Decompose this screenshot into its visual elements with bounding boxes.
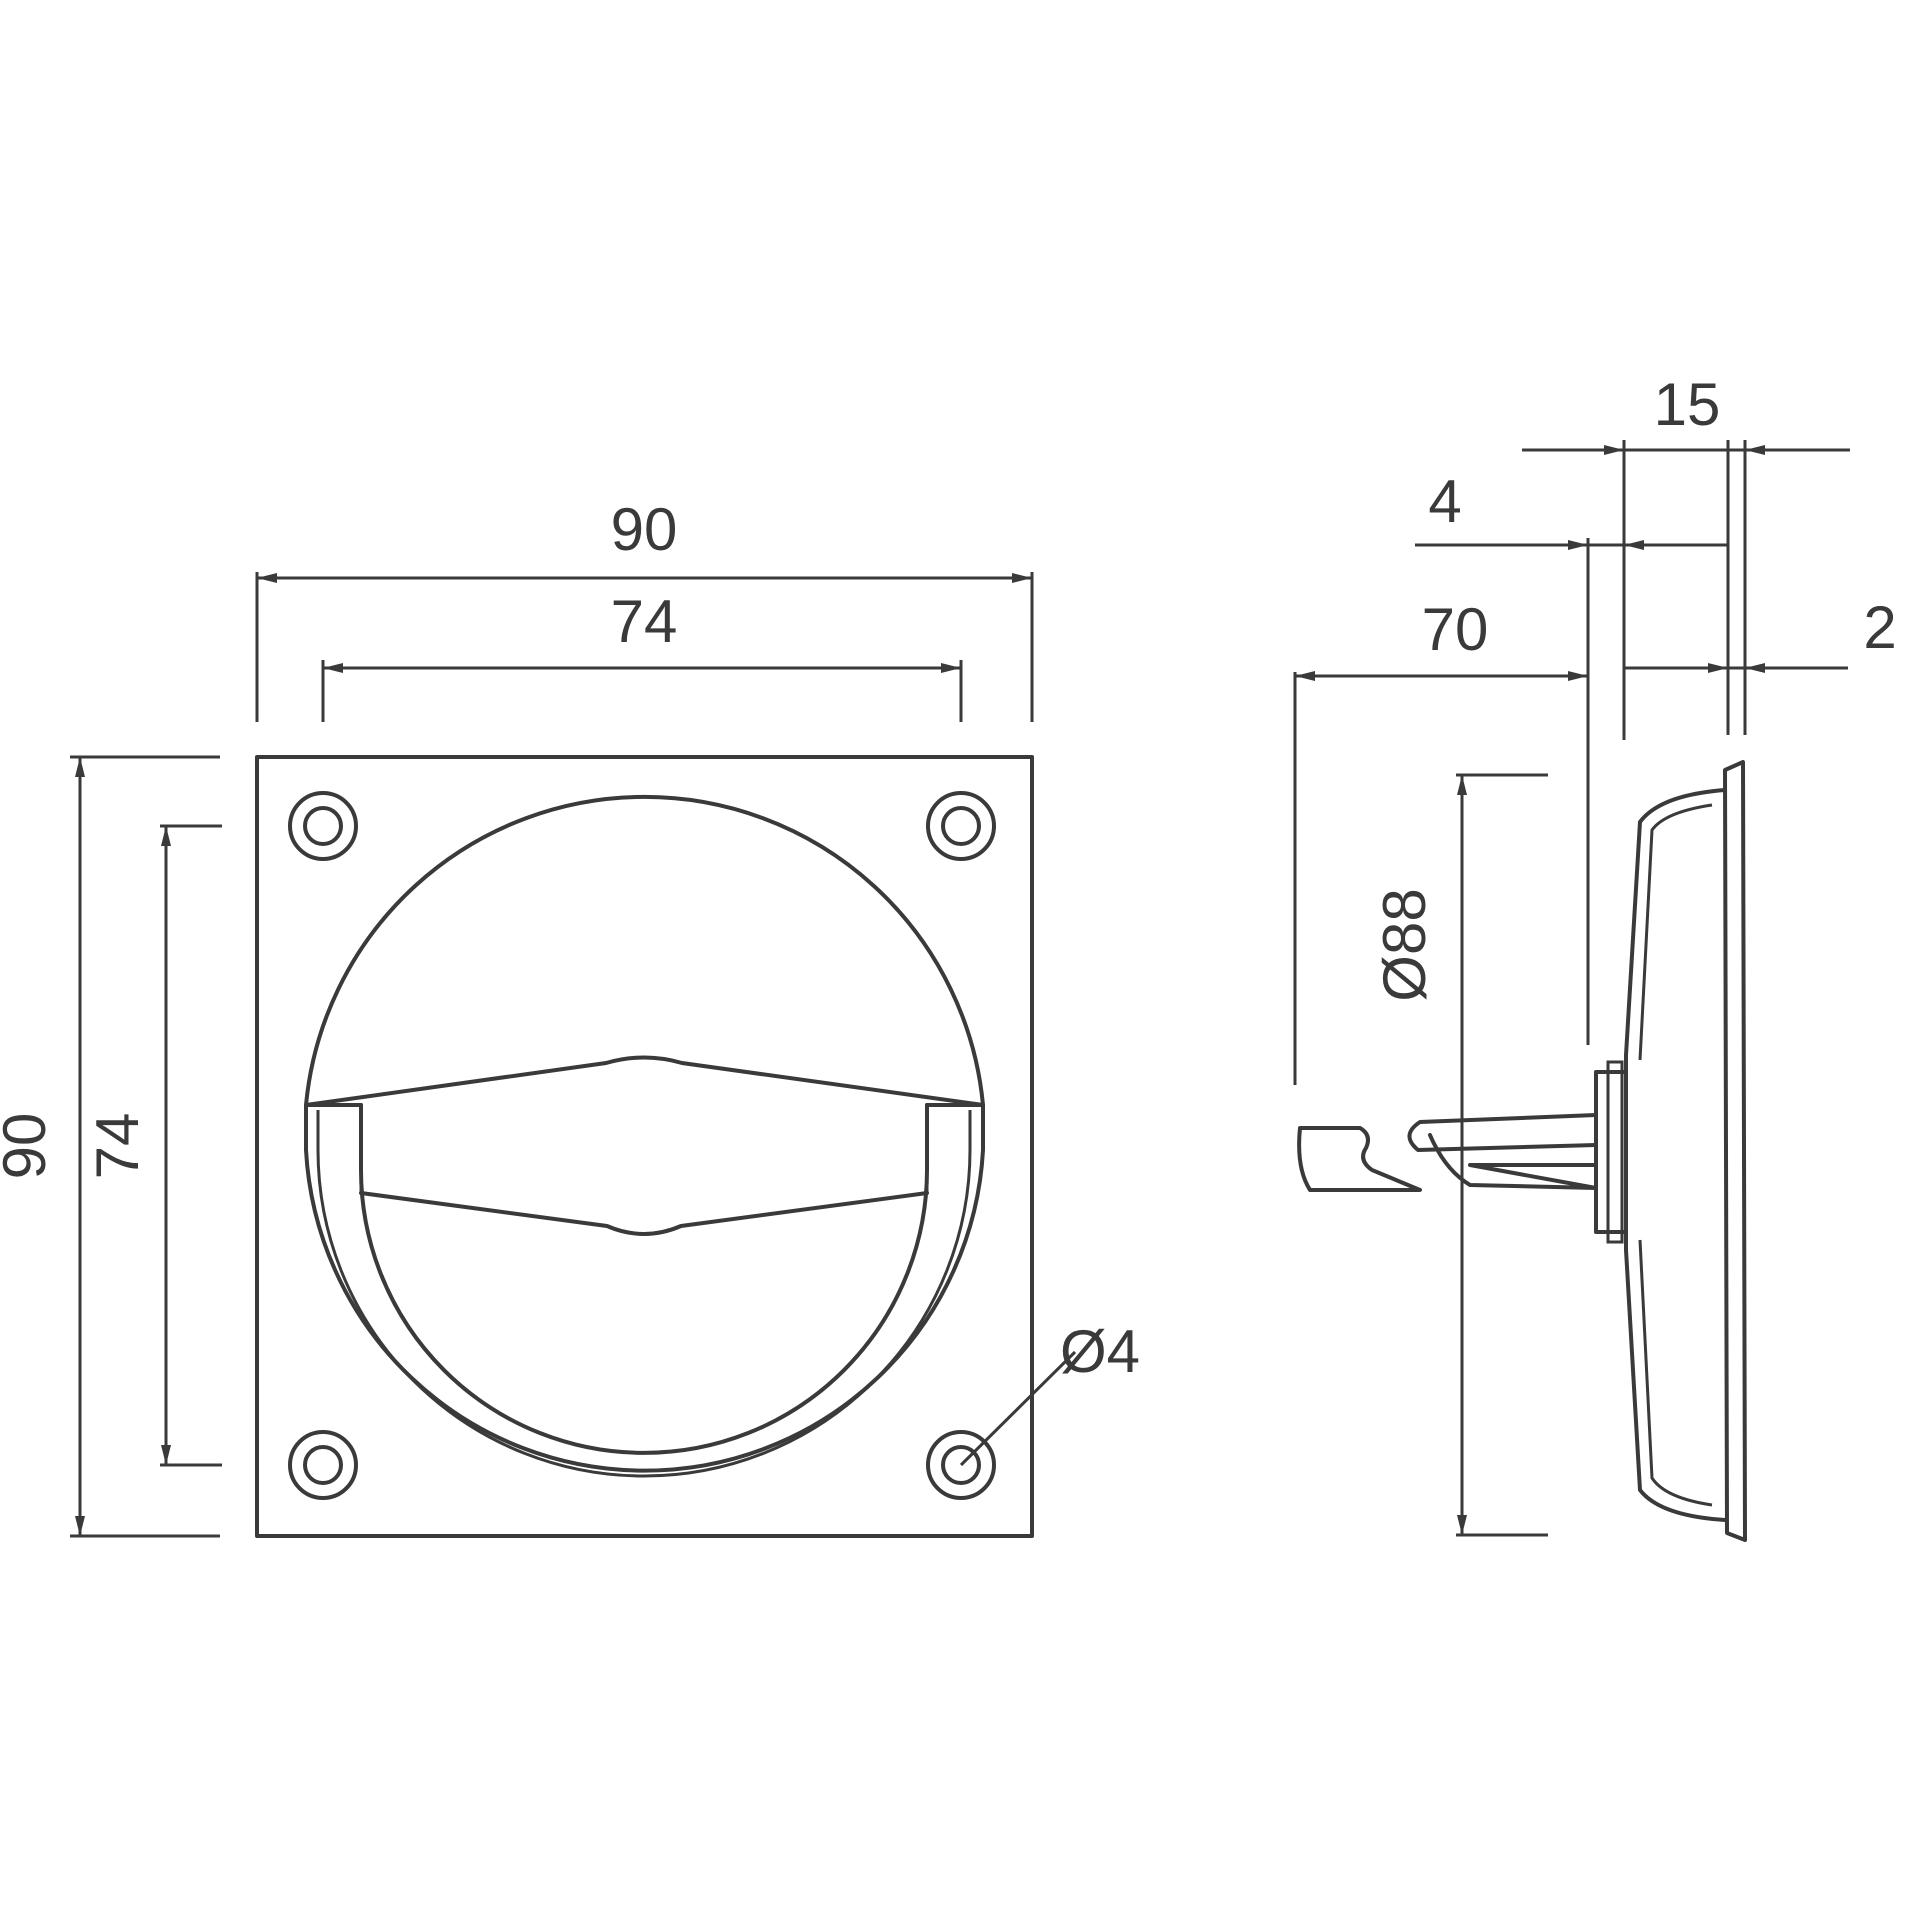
mounting-hole-top-left — [288, 791, 358, 861]
hub — [1594, 1070, 1628, 1234]
recess-upper-arc — [304, 794, 985, 1107]
ring-inner-arc — [359, 1103, 929, 1455]
dim-label-height-90: 90 — [0, 1113, 58, 1180]
hub-ring — [1606, 1060, 1624, 1244]
dim-label-offset-4: 4 — [1428, 468, 1461, 535]
ring-handle-side — [1407, 1113, 1598, 1152]
mounting-plate — [255, 755, 1034, 1538]
ring-outer-arc — [304, 1103, 985, 1473]
ring-handle-side-lower — [1428, 1133, 1598, 1190]
flange — [1723, 760, 1747, 1542]
side-dimensions: 15 4 70 2 Ø88 — [1293, 371, 1897, 1537]
leader-line-hole — [959, 1350, 1077, 1467]
side-view — [1297, 760, 1747, 1542]
mounting-hole-top-right — [926, 791, 996, 861]
dim-label-height-74: 74 — [84, 1113, 151, 1180]
grip-plate-bottom — [359, 1191, 929, 1236]
dim-label-diameter-88: Ø88 — [1371, 888, 1438, 1001]
front-view — [255, 755, 1034, 1538]
ring-middle-arc — [316, 1110, 972, 1478]
dim-label-width-90: 90 — [611, 496, 678, 563]
recess-body — [1624, 788, 1727, 1522]
recess-body-inner — [1638, 803, 1713, 1507]
front-dimensions: 90 74 90 74 Ø4 — [0, 496, 1140, 1538]
mounting-hole-bottom-left — [288, 1430, 358, 1500]
pivot-pin — [1297, 1126, 1422, 1192]
mounting-hole-bottom-right — [926, 1430, 996, 1500]
grip-plate-top — [304, 1055, 985, 1107]
dim-label-depth-15: 15 — [1654, 371, 1721, 438]
dim-label-depth-70: 70 — [1422, 596, 1489, 663]
dim-label-width-74: 74 — [611, 588, 678, 655]
dim-label-hole-diameter: Ø4 — [1060, 1318, 1140, 1385]
dim-label-flange-2: 2 — [1863, 594, 1896, 661]
